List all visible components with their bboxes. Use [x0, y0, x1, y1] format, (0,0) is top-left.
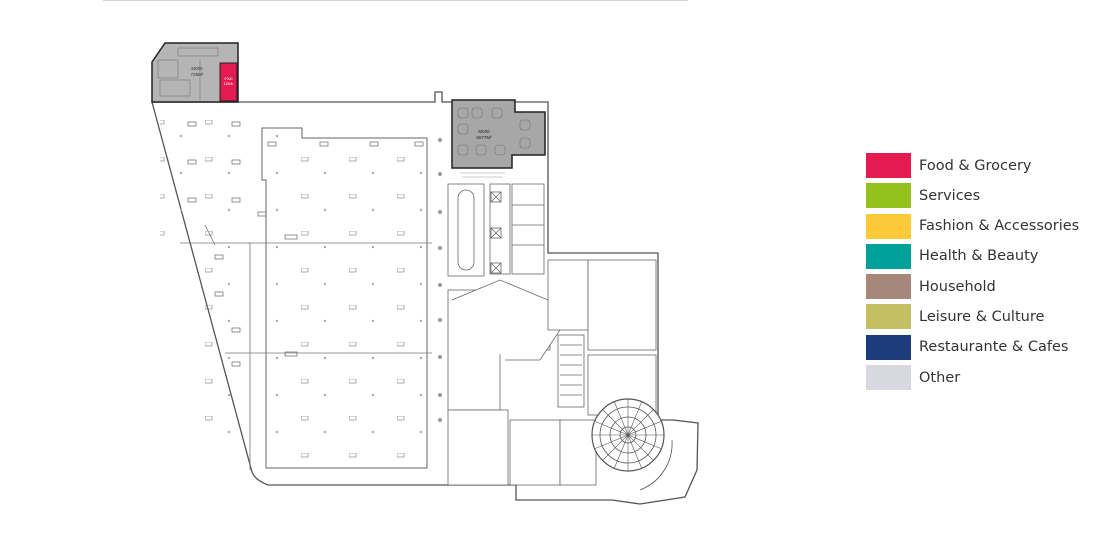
svg-text:725M²: 725M²: [191, 72, 204, 77]
legend-label: Food & Grocery: [919, 157, 1032, 174]
legend-swatch-restaurants-cafes: [866, 334, 911, 360]
legend-swatch-food-grocery: [866, 153, 911, 178]
corridor-shops: [447, 183, 657, 486]
unit-m000-upper-label: M000: [191, 66, 203, 71]
legend-label: Services: [919, 187, 981, 204]
rotunda: [591, 398, 673, 491]
column-dots: [438, 138, 442, 422]
legend-item-fashion-accessories[interactable]: Fashion & Accessories: [866, 213, 1080, 239]
legend-label: Leisure & Culture: [919, 308, 1045, 325]
legend-label: Household: [919, 278, 996, 295]
column-markers: [187, 121, 424, 367]
legend-item-leisure-culture[interactable]: Leisure & Culture: [866, 304, 1079, 330]
escalator-marks: [490, 191, 502, 274]
legend-label: Restaurante & Cafes: [919, 339, 1069, 356]
svg-text:F000: F000: [225, 77, 233, 81]
svg-text:M000: M000: [478, 129, 490, 134]
legend-swatch-fashion-accessories: [866, 213, 911, 239]
legend-item-health-beauty[interactable]: Health & Beauty: [866, 243, 1079, 269]
unit-m000-north[interactable]: M000 5077M²: [451, 99, 546, 169]
legend-item-food-grocery[interactable]: Food & Grocery: [866, 153, 1079, 178]
category-legend: Food & Grocery Services Fashion & Access…: [866, 153, 1079, 395]
legend-swatch-household: [866, 274, 911, 300]
legend-item-household[interactable]: Household: [866, 274, 1079, 300]
legend-swatch-services: [866, 183, 911, 209]
plan-note: [460, 172, 505, 178]
svg-text:115M²: 115M²: [224, 82, 234, 86]
svg-text:5077M²: 5077M²: [476, 135, 492, 140]
legend-swatch-health-beauty: [866, 243, 911, 269]
legend-label: Health & Beauty: [919, 248, 1039, 265]
legend-swatch-leisure-culture: [866, 304, 911, 330]
unit-food-grocery-upper[interactable]: F000 115M²: [219, 62, 238, 102]
top-divider: [103, 0, 688, 1]
legend-item-services[interactable]: Services: [866, 183, 1079, 209]
legend-item-other[interactable]: Other: [866, 365, 1079, 391]
floor-plan-map: M000 725M² F000 115M² M000 5077M²: [151, 42, 699, 505]
unit-m000-upper[interactable]: M000 725M²: [151, 42, 239, 103]
legend-swatch-other: [866, 365, 911, 391]
legend-label: Fashion & Accessories: [919, 218, 1080, 235]
central-hall: [261, 127, 428, 469]
legend-label: Other: [919, 369, 961, 386]
left-wing-grid: [160, 110, 250, 445]
legend-item-restaurants-cafes[interactable]: Restaurante & Cafes: [866, 334, 1079, 360]
